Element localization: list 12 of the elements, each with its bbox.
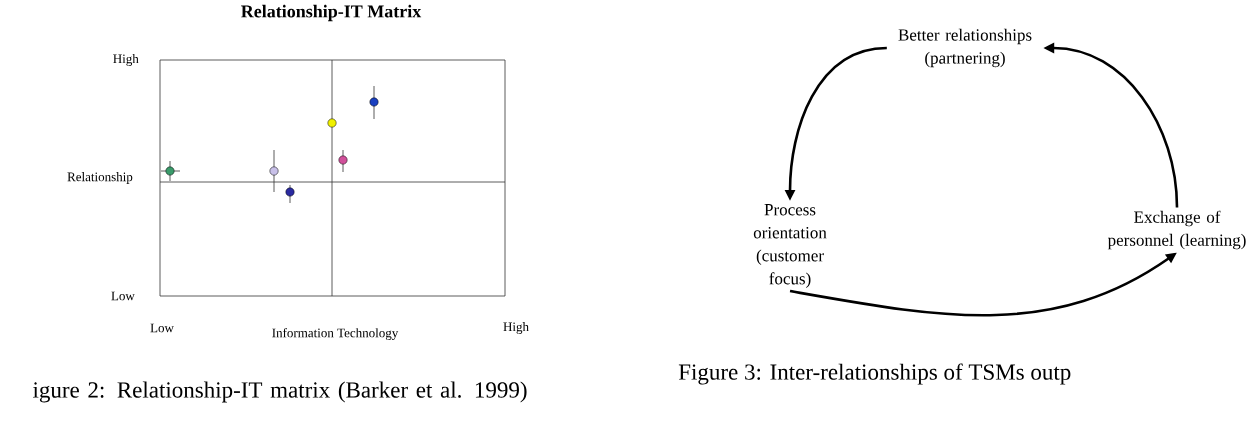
cycle-step-text: Better relationships (partnering) — [898, 28, 1032, 68]
axis-label: High — [503, 322, 529, 334]
axis-label: High — [113, 54, 139, 66]
figure-caption: Figure 3: Inter-relationships of TSMs outp — [678, 363, 1071, 385]
axis-label: Low — [111, 291, 135, 301]
axis-title: Information Technology — [272, 328, 399, 340]
figure-caption: igure 2: Relationship-IT matrix (Barker et al. 1999) — [33, 381, 527, 403]
cycle-step-text: Process orientation (customer focus) — [753, 204, 827, 288]
chart-title: Relationship-IT Matrix — [241, 4, 422, 22]
axis-label: Relationship — [67, 172, 133, 184]
cycle-step-text: Exchange of personnel (learning) — [1107, 210, 1246, 250]
axis-label: Low — [150, 323, 174, 333]
